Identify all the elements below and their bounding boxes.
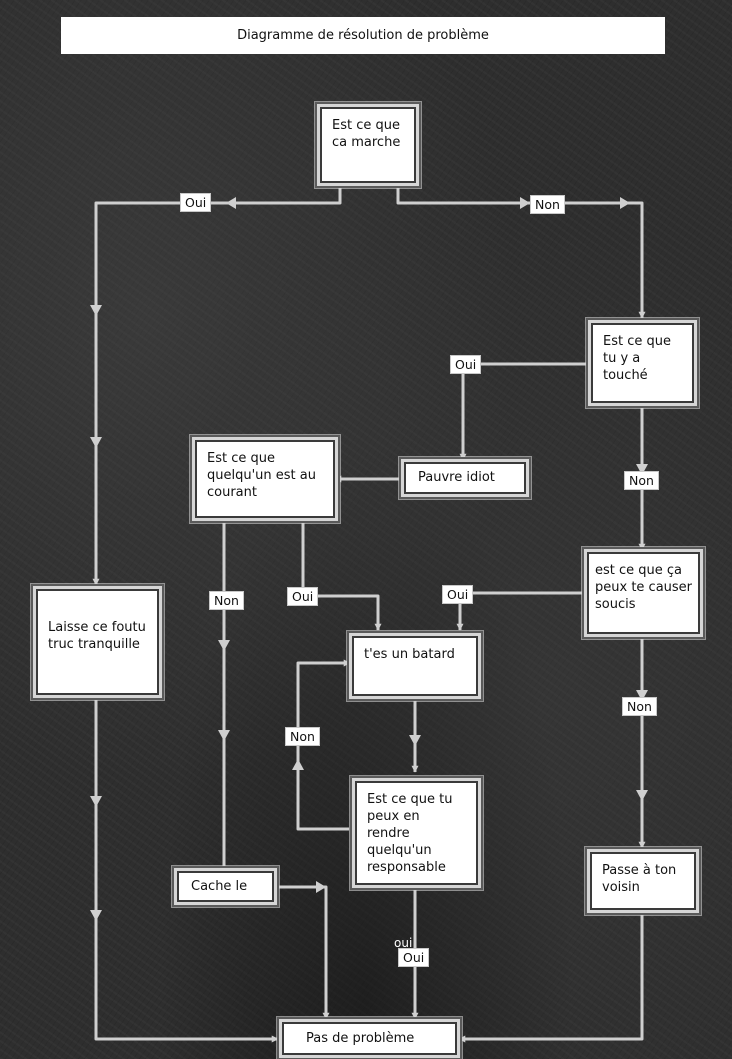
wire-touched-yes: [459, 362, 589, 461]
wire-trouble-yes: [456, 591, 586, 631]
wire-start-yes: [92, 188, 342, 586]
node-you-are-a-bastard: t'es un batard: [352, 636, 478, 696]
label-trouble-no: Non: [622, 697, 657, 716]
wire-blame-no: [296, 659, 351, 831]
node-can-you-blame-someone: Est ce que tu peux en rendre quelqu'un r…: [355, 781, 478, 885]
label-trouble-yes: Oui: [442, 585, 474, 604]
wire-hide-to-noproblem: [276, 885, 330, 1020]
node-poor-idiot: Pauvre idiot: [404, 462, 526, 494]
node-pass-to-neighbor: Passe à ton voisin: [590, 852, 696, 910]
node-no-problem: Pas de problème: [282, 1022, 457, 1055]
node-leave-it-alone: Laisse ce foutu truc tranquille: [36, 589, 159, 695]
wire-leave-to-noproblem: [94, 697, 279, 1043]
node-hide-it: Cache le: [177, 871, 274, 902]
label-start-no: Non: [530, 195, 565, 214]
label-stray-oui: oui: [394, 936, 413, 950]
label-start-yes: Oui: [180, 193, 212, 212]
node-does-it-work: Est ce que ca marche: [320, 107, 416, 183]
label-knows-yes: Oui: [287, 587, 319, 606]
node-does-someone-know: Est ce que quelqu'un est au courant: [195, 440, 335, 518]
wire-knows-yes: [301, 519, 382, 631]
diagram-title: Diagramme de résolution de problème: [61, 17, 665, 54]
node-did-you-touch-it: Est ce que tu y a touché: [591, 323, 694, 403]
label-touched-no: Non: [624, 471, 659, 490]
node-can-it-cause-trouble: est ce que ça peux te causer soucis: [587, 552, 700, 634]
label-blame-no: Non: [285, 727, 320, 746]
wire-neighbor-to-noproblem: [458, 912, 644, 1043]
label-knows-no: Non: [209, 591, 244, 610]
label-blame-yes: Oui: [398, 948, 430, 967]
label-touched-yes: Oui: [450, 355, 482, 374]
